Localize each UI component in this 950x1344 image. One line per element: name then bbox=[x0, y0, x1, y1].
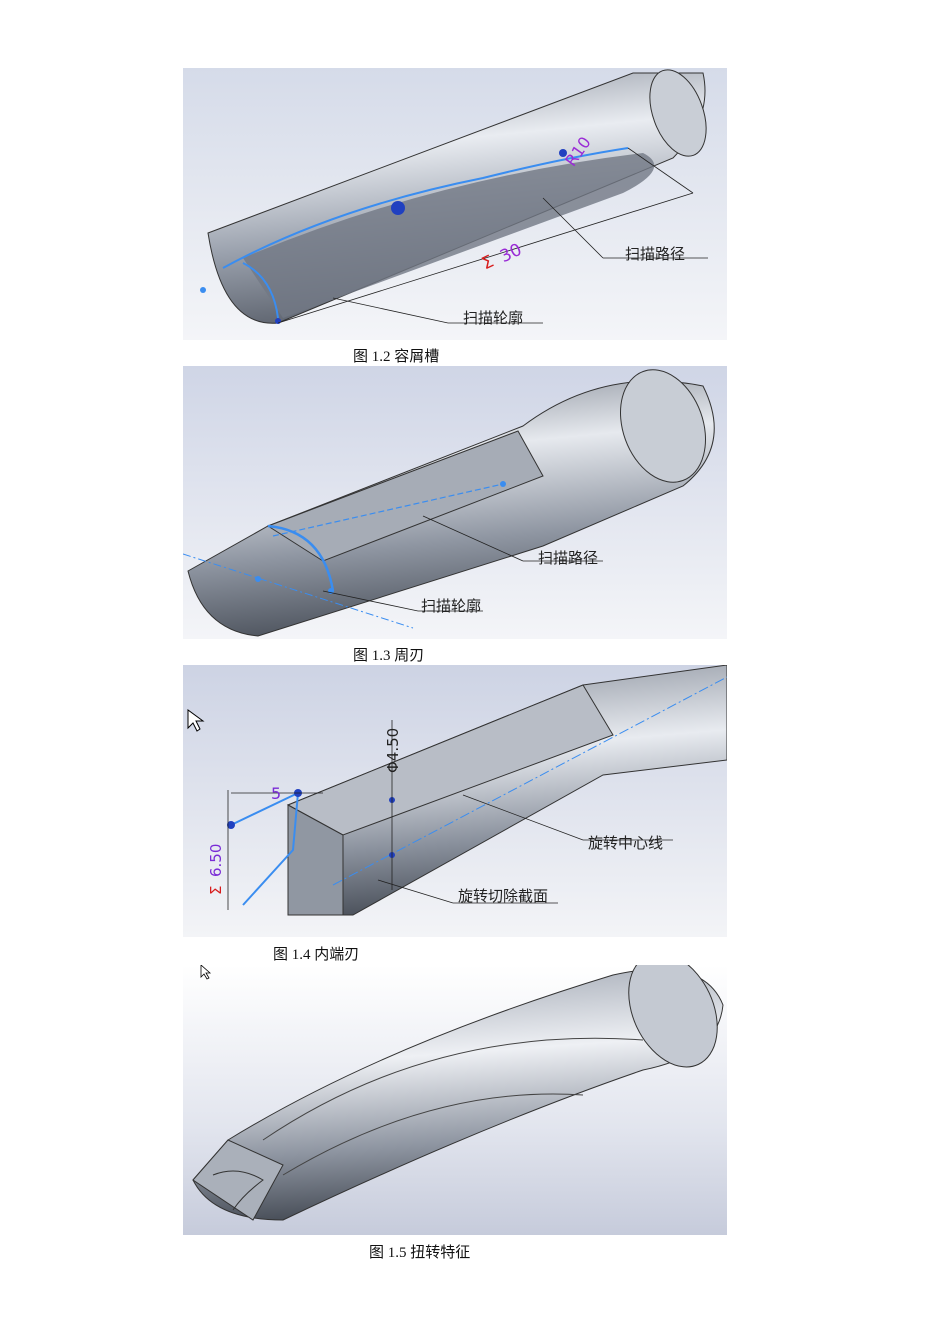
sweep-profile-label: 扫描轮廓 bbox=[463, 309, 523, 327]
figure-1-5-caption: 图 1.5 扭转特征 bbox=[369, 1245, 471, 1261]
figure-1-4-image: 5 Φ4.50 Σ 6.50 旋转中心线 旋转切除截面 bbox=[183, 665, 727, 937]
figure-1-2-image: R10 Σ 30 扫描路径 扫描轮廓 bbox=[183, 68, 727, 340]
figure-1-3-image: 扫描路径 扫描轮廓 bbox=[183, 366, 727, 639]
dia-dim: Φ4.50 bbox=[384, 728, 402, 773]
height-prefix: Σ bbox=[207, 886, 225, 895]
height-dim: 6.50 bbox=[207, 844, 225, 877]
figure-1-3-caption: 图 1.3 周刃 bbox=[353, 648, 425, 664]
rotation-axis-label: 旋转中心线 bbox=[588, 834, 663, 852]
sweep-path-label-2: 扫描路径 bbox=[538, 549, 598, 567]
cursor-icon-2 bbox=[200, 965, 212, 980]
cursor-icon bbox=[187, 709, 205, 732]
figure-1-5-image bbox=[183, 965, 727, 1235]
sweep-path-label: 扫描路径 bbox=[625, 245, 685, 263]
figure-1-4-caption: 图 1.4 内端刃 bbox=[273, 947, 360, 963]
sweep-profile-label-2: 扫描轮廓 bbox=[421, 597, 481, 615]
rotation-section-label: 旋转切除截面 bbox=[458, 887, 548, 905]
width-dim: 5 bbox=[271, 784, 281, 803]
figure-1-2-caption: 图 1.2 容屑槽 bbox=[353, 349, 440, 365]
